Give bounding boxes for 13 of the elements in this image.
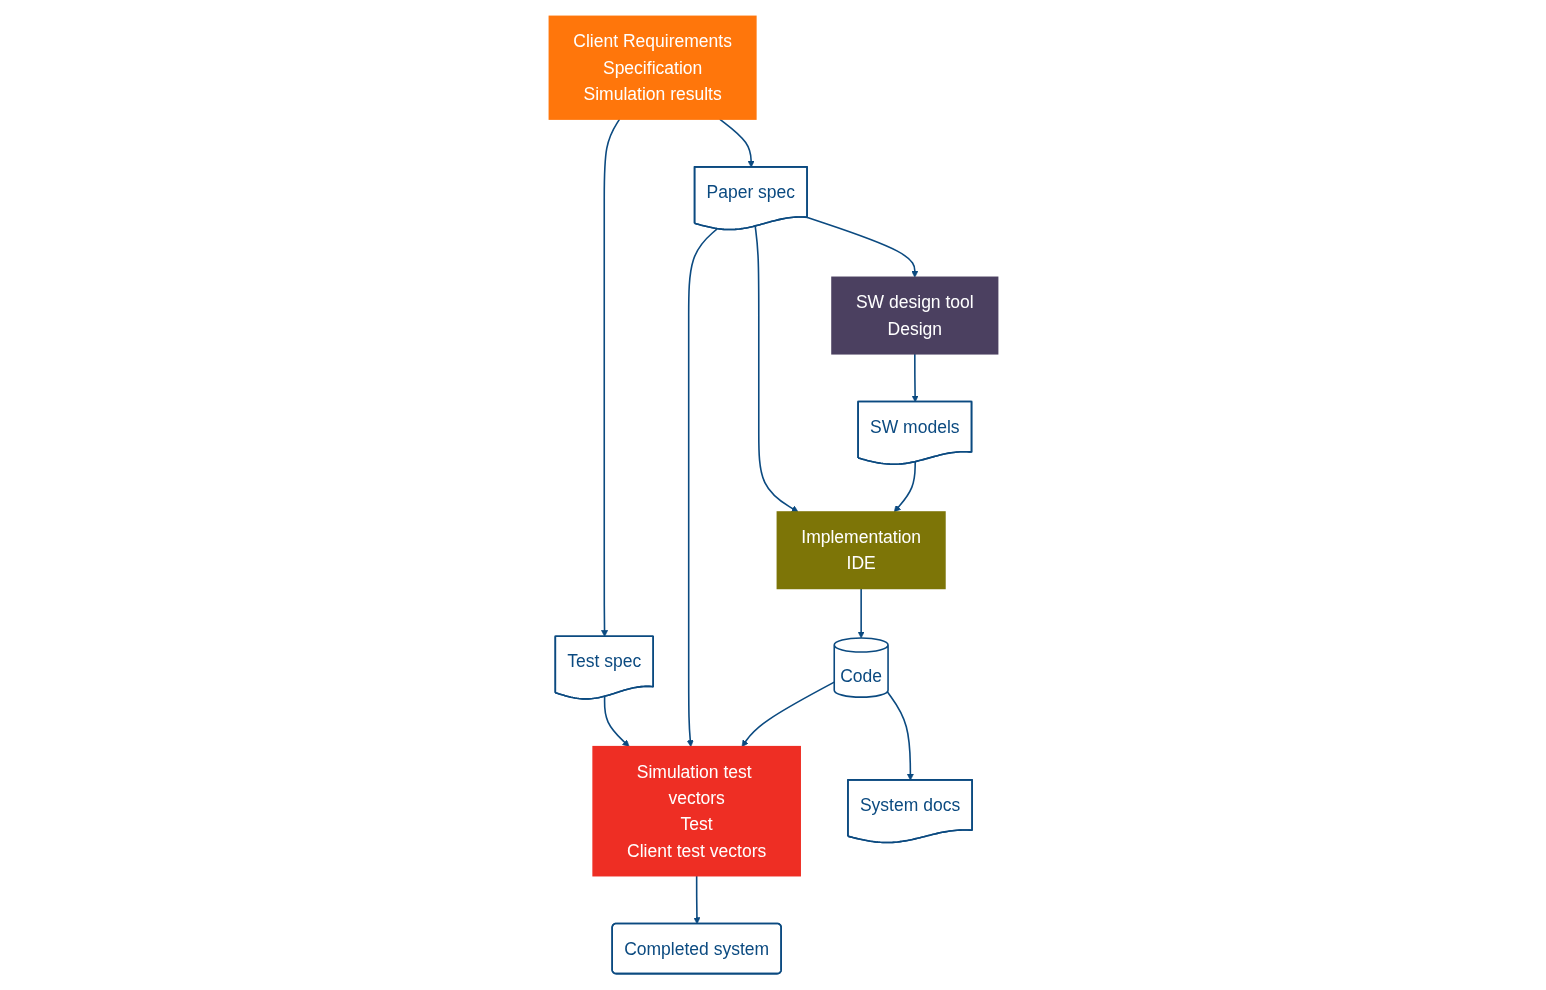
node-box: Simulation test vectors Test Client test vectors: [591, 745, 801, 877]
node-box: Client Requirements Specification Simulation results: [548, 15, 757, 120]
node-box: Implementation IDE: [776, 511, 946, 590]
arrow: [753, 225, 798, 513]
arrow: [857, 587, 865, 639]
arrow: [741, 681, 835, 747]
arrow: [806, 216, 918, 278]
arrow: [600, 118, 620, 637]
arrow: [603, 695, 630, 747]
arrow: [893, 461, 916, 513]
arrow: [686, 228, 718, 747]
arrow: [692, 874, 700, 925]
node-box: SW design tool Design: [830, 276, 998, 355]
